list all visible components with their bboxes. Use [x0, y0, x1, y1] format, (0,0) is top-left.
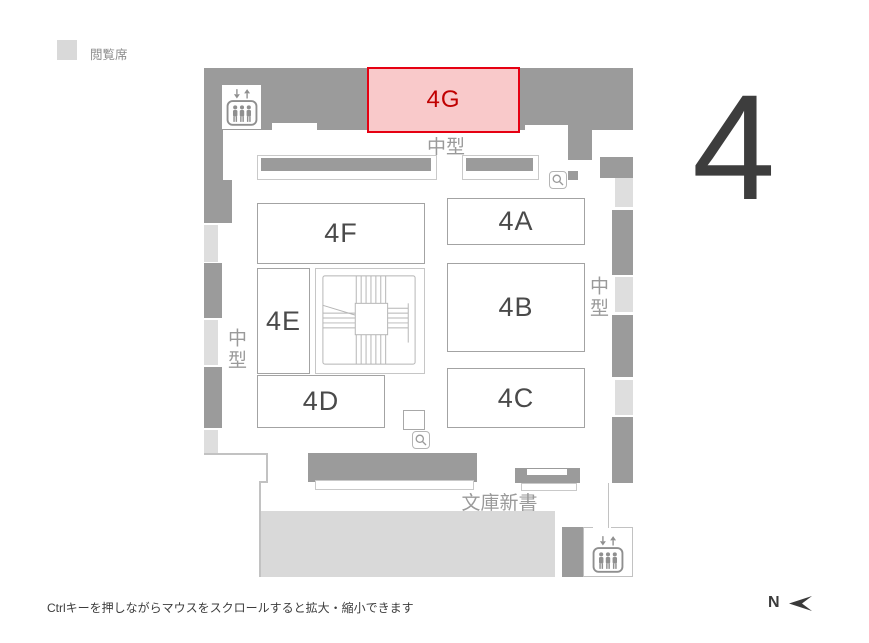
- elevator-icon: [225, 87, 259, 127]
- wall-line: [259, 481, 261, 577]
- map-table: [403, 410, 425, 430]
- wall-block: [562, 527, 583, 577]
- room-4c-label: 4C: [497, 382, 535, 413]
- room-4e-label: 4E: [265, 305, 302, 336]
- floor-number: 4: [692, 63, 776, 231]
- bookshelf: [308, 453, 477, 482]
- room-4d-label: 4D: [302, 386, 340, 416]
- legend-label: 閲覧席: [90, 48, 128, 62]
- wall-line: [259, 481, 268, 483]
- wall-stub: [568, 127, 592, 160]
- shelf-label-left: 中型: [225, 328, 246, 372]
- room-4g-label: 4G: [426, 86, 461, 113]
- bookshelf-strip: [612, 315, 633, 377]
- reading-seat-strip: [204, 320, 218, 365]
- shelf-label-bottom: 文庫新書: [461, 493, 538, 514]
- wall-stub: [600, 157, 633, 178]
- north-arrow-icon: [787, 595, 813, 612]
- bookshelf-strip: [204, 263, 222, 318]
- bookshelf-strip: [204, 367, 222, 428]
- room-4b-label: 4B: [498, 292, 534, 322]
- wall-opening: [525, 125, 568, 137]
- room-4f[interactable]: 4F: [257, 203, 425, 264]
- wall-line: [583, 527, 584, 577]
- wall-line: [608, 483, 609, 528]
- legend-swatch: [57, 40, 77, 60]
- wall-opening: [272, 123, 317, 130]
- shelf-label-right: 中型: [587, 276, 608, 320]
- search-terminal-icon: [412, 431, 430, 449]
- wall-line: [266, 453, 268, 483]
- wall-line: [583, 527, 593, 528]
- room-4d[interactable]: 4D: [257, 375, 385, 428]
- compass-label: N: [768, 594, 780, 611]
- elevator-cell-top-left: [222, 85, 261, 129]
- wall-left-column: [204, 130, 223, 180]
- room-4f-label: 4F: [324, 218, 358, 248]
- elevator-icon: [591, 534, 625, 574]
- room-4a[interactable]: 4A: [447, 198, 585, 245]
- stairwell: [315, 268, 425, 374]
- compass: N: [768, 594, 813, 612]
- reading-seat-strip: [615, 178, 633, 207]
- elevator-cell-bottom-right: [586, 533, 630, 575]
- wall-line: [611, 527, 633, 528]
- reading-seat-area: [261, 511, 555, 577]
- reading-seat-strip: [204, 430, 218, 455]
- room-4g[interactable]: 4G: [367, 67, 520, 133]
- room-4c[interactable]: 4C: [447, 368, 585, 428]
- room-4b[interactable]: 4B: [447, 263, 585, 352]
- room-4e[interactable]: 4E: [257, 268, 310, 374]
- bookshelf-fill: [261, 158, 431, 171]
- reading-seat-strip: [204, 225, 218, 262]
- bookshelf-strip: [612, 210, 633, 275]
- bookshelf-base: [521, 483, 577, 491]
- wall-left-column: [204, 180, 232, 223]
- search-terminal-icon: [549, 171, 567, 189]
- wall-stub: [568, 171, 578, 180]
- zoom-hint: Ctrlキーを押しながらマウスをスクロールすると拡大・縮小できます: [47, 601, 414, 615]
- bookshelf-base: [315, 480, 474, 490]
- room-4a-label: 4A: [498, 206, 534, 236]
- wall-line: [204, 453, 268, 455]
- bookshelf-slot: [527, 469, 567, 475]
- reading-seat-strip: [615, 277, 633, 312]
- reading-seat-strip: [615, 380, 633, 415]
- stairs-icon: [316, 269, 424, 371]
- bookshelf-fill: [466, 158, 533, 171]
- wall-line: [632, 527, 633, 577]
- bookshelf-strip: [612, 417, 633, 483]
- shelf-label-top: 中型: [426, 137, 465, 158]
- wall-line: [583, 576, 633, 577]
